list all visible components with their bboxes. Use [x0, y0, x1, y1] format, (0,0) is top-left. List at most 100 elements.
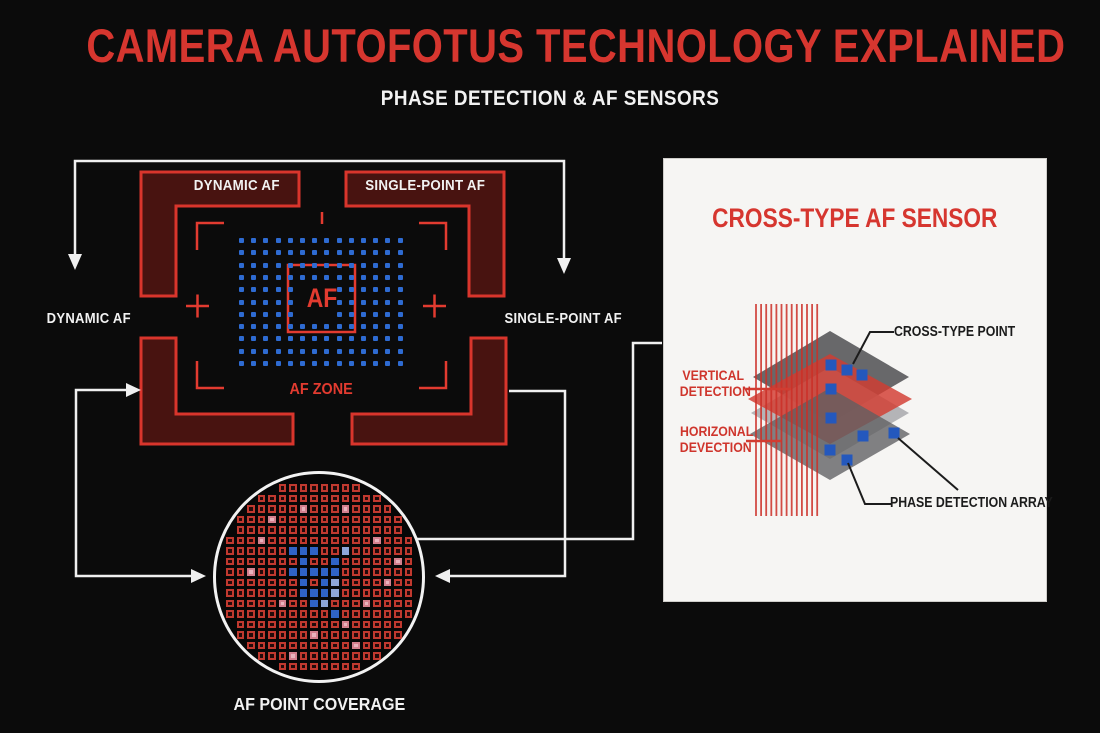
coverage-point	[299, 557, 307, 565]
af-dot	[397, 336, 403, 342]
af-dot	[251, 262, 257, 268]
af-dot	[239, 336, 244, 342]
coverage-point	[331, 631, 339, 639]
af-dot	[300, 348, 305, 354]
coverage-point	[236, 557, 244, 565]
coverage-point	[226, 557, 234, 565]
af-dot	[263, 361, 269, 366]
af-dot	[324, 361, 330, 366]
bracket-label-dynamic-af: DYNAMIC AF	[172, 178, 302, 194]
coverage-point	[278, 494, 286, 502]
coverage-point	[247, 620, 255, 628]
coverage-point	[278, 505, 286, 513]
coverage-point	[278, 568, 286, 576]
af-dot	[287, 299, 293, 305]
coverage-point	[268, 505, 276, 513]
arrowhead-right-bracket	[126, 383, 141, 397]
label-vertical-line2: DETECTION	[679, 383, 751, 399]
coverage-point	[320, 505, 328, 513]
af-dot	[385, 274, 391, 280]
af-dot	[251, 299, 257, 305]
coverage-point	[373, 599, 381, 607]
af-zone-label-text: AF ZONE	[289, 381, 353, 398]
arrow-right-to-circle	[450, 389, 567, 578]
af-dot	[373, 250, 379, 256]
af-dot	[287, 287, 293, 293]
af-dot	[397, 324, 403, 330]
coverage-point	[362, 557, 370, 565]
coverage-point	[362, 589, 370, 597]
coverage-point	[236, 610, 244, 618]
coverage-point	[257, 589, 265, 597]
af-dot	[336, 287, 342, 293]
coverage-point	[331, 484, 339, 492]
coverage-point	[331, 547, 339, 555]
coverage-point	[247, 536, 255, 544]
plus-mark-left	[186, 294, 209, 318]
coverage-point	[341, 652, 349, 660]
coverage-point	[289, 652, 297, 660]
coverage-point	[373, 494, 381, 502]
af-dot	[397, 250, 403, 256]
af-dot	[239, 238, 244, 243]
af-dot	[263, 348, 269, 354]
af-dot	[239, 250, 244, 256]
coverage-point	[268, 631, 276, 639]
coverage-point	[299, 536, 307, 544]
coverage-point	[226, 568, 234, 576]
coverage-point	[257, 568, 265, 576]
coverage-point	[352, 620, 360, 628]
coverage-point	[320, 589, 328, 597]
coverage-point	[331, 599, 339, 607]
coverage-point	[247, 505, 255, 513]
page-subtitle-text: PHASE DETECTION & AF SENSORS	[380, 87, 720, 110]
coverage-point	[310, 494, 318, 502]
sensor-layers	[748, 331, 912, 480]
side-label-single-point-af: SINGLE-POINT AF	[498, 311, 622, 327]
coverage-point	[331, 536, 339, 544]
coverage-point	[352, 536, 360, 544]
coverage-point	[310, 536, 318, 544]
coverage-point	[310, 505, 318, 513]
coverage-point	[310, 662, 318, 670]
coverage-point	[331, 641, 339, 649]
coverage-point	[310, 631, 318, 639]
label-vertical-line1: VERTICAL	[682, 367, 744, 383]
af-dot	[287, 238, 293, 243]
coverage-point	[320, 620, 328, 628]
af-dot	[373, 287, 379, 293]
af-center-label: AF	[288, 283, 355, 314]
leader-cross-type-point	[852, 331, 894, 365]
af-dot	[324, 274, 330, 280]
coverage-point	[278, 589, 286, 597]
coverage-point	[373, 526, 381, 534]
coverage-point	[404, 568, 412, 576]
label-horizontal-line1: HORIZONAL	[679, 423, 754, 439]
coverage-point	[362, 652, 370, 660]
coverage-point	[362, 536, 370, 544]
coverage-point	[226, 610, 234, 618]
af-dot	[361, 361, 366, 366]
af-dot	[300, 250, 305, 256]
coverage-point	[383, 568, 391, 576]
coverage-point	[310, 568, 318, 576]
af-dot	[397, 274, 403, 280]
coverage-point	[362, 505, 370, 513]
af-dot	[324, 262, 330, 268]
coverage-point	[341, 641, 349, 649]
coverage-point	[247, 515, 255, 523]
coverage-point	[352, 547, 360, 555]
af-dot	[385, 287, 391, 293]
coverage-point	[373, 505, 381, 513]
af-dot	[324, 238, 330, 243]
coverage-point	[247, 631, 255, 639]
coverage-point	[278, 578, 286, 586]
af-dot	[385, 311, 391, 317]
coverage-point	[404, 599, 412, 607]
coverage-point	[331, 662, 339, 670]
coverage-point	[362, 568, 370, 576]
coverage-point	[299, 652, 307, 660]
coverage-point	[362, 547, 370, 555]
label-phase-detection-array: PHASE DETECTION ARRAY	[890, 495, 1081, 511]
af-dot	[275, 274, 281, 280]
